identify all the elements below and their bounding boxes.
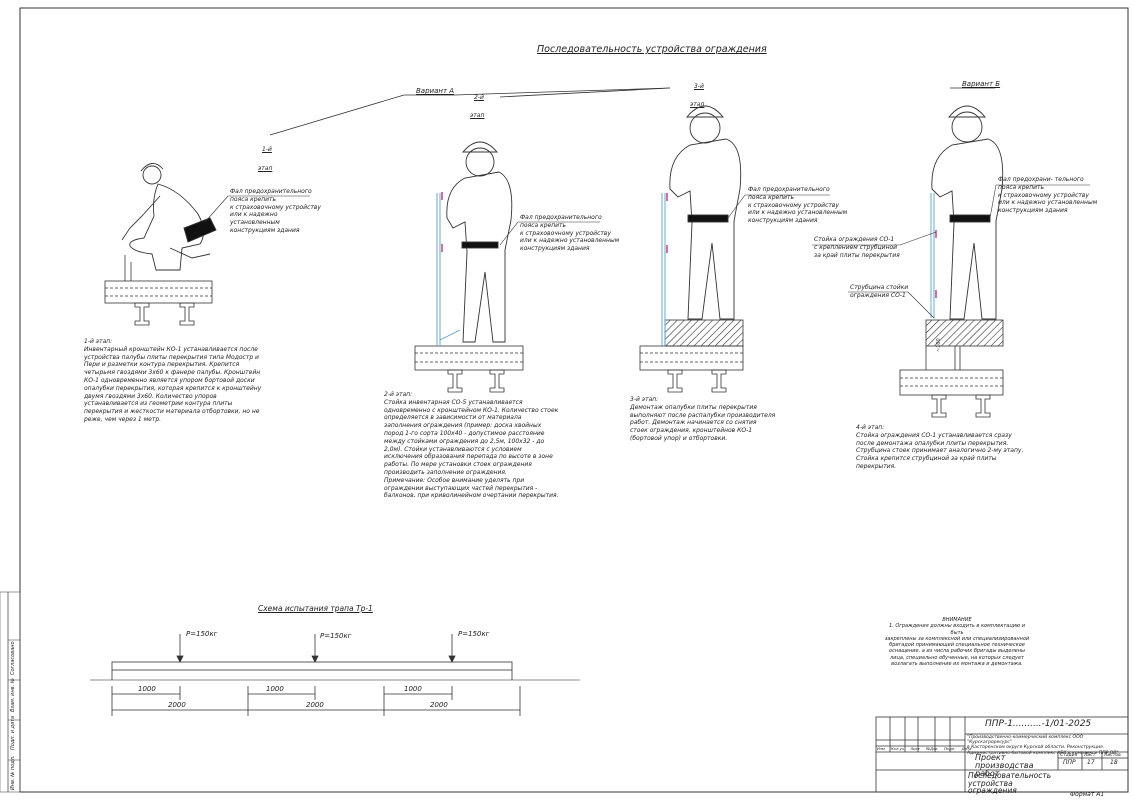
stage2-worker bbox=[446, 141, 513, 343]
format-label: Формат А1 bbox=[1070, 791, 1105, 798]
stage4-slab bbox=[899, 319, 1004, 418]
dim-1000-1: 1000 bbox=[138, 685, 156, 693]
side-stamp-inv: Инв. № подл. bbox=[10, 755, 16, 791]
company-description: "Производственно-коммерческий комплекс О… bbox=[967, 735, 1119, 756]
stage2-slab bbox=[414, 345, 524, 393]
stage2-word: этап bbox=[470, 112, 485, 119]
variant-b-label: Вариант Б bbox=[962, 80, 1001, 88]
sheets-value: 18 bbox=[1110, 759, 1118, 766]
stage2-post bbox=[436, 193, 461, 346]
title-block-grid bbox=[875, 716, 1129, 793]
variant-a-label: Вариант А bbox=[416, 87, 455, 95]
sheet-title: Последовательность устройства ограждения bbox=[537, 44, 767, 55]
description-stage3: 3-й этап: Демонтаж опалубки плиты перекр… bbox=[630, 396, 776, 442]
description-stage4: 4-й этап: Стойка ограждения СО-1 устанав… bbox=[856, 424, 1024, 470]
load-label-1: P=150кг bbox=[186, 630, 218, 638]
stage2-num: 2-й bbox=[474, 94, 484, 101]
stage3-num: 3-й bbox=[694, 83, 704, 90]
test-scheme bbox=[90, 634, 580, 716]
stage1-slab bbox=[104, 255, 213, 326]
test-scheme-title: Схема испытания трапа Тр-1 bbox=[258, 604, 373, 613]
dim-1000-2: 1000 bbox=[266, 685, 284, 693]
stage3-post bbox=[661, 193, 666, 346]
stage3-slab bbox=[639, 319, 744, 393]
stage4-post bbox=[930, 193, 935, 318]
project-name: Проект производства работ bbox=[975, 753, 1034, 778]
side-stamp-sign: Подп. и дата bbox=[10, 715, 16, 750]
stage1-num: 1-й bbox=[262, 146, 272, 153]
stage1-worker bbox=[121, 163, 217, 271]
sheet-header: Лист bbox=[1084, 753, 1096, 758]
attention-note: ВНИМАНИЕ 1. Ограждения должны входить в … bbox=[884, 617, 1030, 667]
stage4-worker bbox=[931, 105, 1004, 320]
variant-a-leaders bbox=[269, 87, 995, 136]
stage1-word: этап bbox=[258, 165, 273, 172]
revision-headers: Изм Кол.уч Лист №Док Подп. Дата bbox=[877, 746, 972, 751]
description-stage1: 1-й этап: Инвентарный кронштейн КО-1 уст… bbox=[84, 338, 262, 423]
dimension-100: ~100 bbox=[936, 338, 942, 352]
document-code: ППР-1..........-1/01-2025 bbox=[985, 719, 1092, 729]
description-stage2: 2-й этап: Стойка инвентарная СО-5 устана… bbox=[384, 391, 559, 500]
dim-2000-2: 2000 bbox=[306, 701, 324, 709]
load-label-2: P=150кг bbox=[320, 632, 352, 640]
stage-header: Стадия bbox=[1060, 753, 1078, 758]
sheets-header: Листов bbox=[1104, 753, 1121, 758]
dim-1000-3: 1000 bbox=[404, 685, 422, 693]
stage-value: ППР bbox=[1063, 759, 1076, 766]
sheet-name: Последовательность устройства ограждения bbox=[968, 771, 1052, 795]
sheet-frame bbox=[19, 7, 1129, 793]
side-stamp bbox=[0, 591, 21, 793]
callout-leaders bbox=[204, 184, 1090, 319]
dim-2000-1: 2000 bbox=[168, 701, 186, 709]
load-label-3: P=150кг bbox=[458, 630, 490, 638]
stage3-worker bbox=[669, 105, 742, 320]
dim-2000-3: 2000 bbox=[430, 701, 448, 709]
side-stamp-agreed: Согласовано bbox=[10, 641, 16, 675]
sheet-value: 17 bbox=[1087, 759, 1095, 766]
stage3-word: этап bbox=[690, 101, 705, 108]
side-stamp-repl: Взам. инв. № bbox=[10, 678, 16, 712]
